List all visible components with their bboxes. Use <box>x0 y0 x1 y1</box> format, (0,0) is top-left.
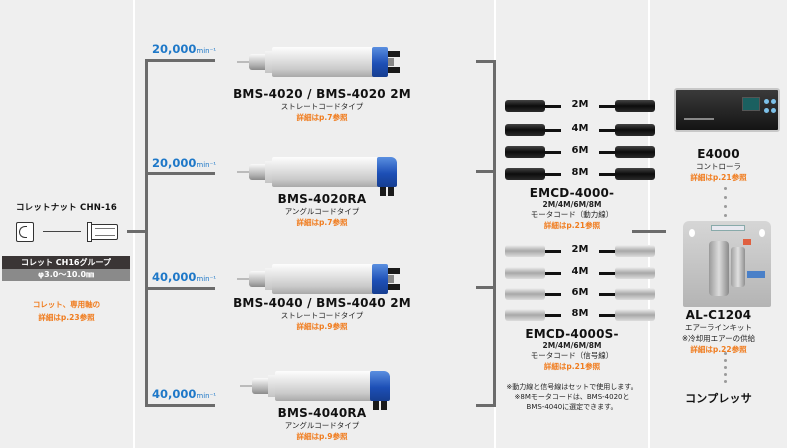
branch-line <box>145 172 215 175</box>
spindle-image-angle <box>240 371 410 411</box>
air-line-kit-image <box>683 221 771 307</box>
divider <box>648 0 650 448</box>
spindle-image-angle <box>237 157 407 197</box>
spindle-model: BMS-4040RA <box>277 406 367 420</box>
collet-nut-label: コレットナット CHN-16 <box>15 203 118 213</box>
spindle-ref: 詳細はp.7参照 <box>296 113 348 122</box>
cable-type: モータコード（信号線） <box>530 351 614 360</box>
cable-type: モータコード（動力線） <box>530 210 614 219</box>
controller-model: E4000 <box>697 147 740 161</box>
collet-group-banner: コレット CH16グループ <box>2 256 130 269</box>
spindle-model: BMS-4020 / BMS-4020 2M <box>233 87 411 101</box>
cable-note: ※動力線と信号線はセットで使用します。 <box>506 383 638 391</box>
cable-ref: 詳細はp.21参照 <box>543 362 601 371</box>
signal-cable: 2M <box>505 244 655 257</box>
line-collet-to-spindles <box>127 230 147 233</box>
compressor-label: コンプレッサ <box>685 392 752 405</box>
air-kit-note: ※冷却用エアーの供給 <box>681 334 756 343</box>
controller-type: コントローラ <box>696 162 741 171</box>
speed-label: 20,000min⁻¹ <box>152 42 217 56</box>
air-kit-type: エアーラインキット <box>684 323 753 332</box>
branch-line <box>145 404 215 407</box>
bracket-right <box>476 60 496 63</box>
spindle-tree-trunk <box>145 60 148 407</box>
cable-model: EMCD-4000S- <box>525 327 619 341</box>
power-cable: 8M <box>505 167 655 180</box>
air-kit-model: AL-C1204 <box>685 308 752 322</box>
collet-icon <box>87 222 119 242</box>
controller-ref: 詳細はp.21参照 <box>690 173 747 182</box>
spindle-ref: 詳細はp.7参照 <box>296 218 348 227</box>
collet-note-ref: 詳細はp.23参照 <box>38 313 95 322</box>
spindle-image-straight <box>237 47 407 77</box>
connector-line <box>43 231 81 232</box>
spindle-model: BMS-4040 / BMS-4040 2M <box>233 296 411 310</box>
collet-range-banner: φ3.0〜10.0㎜ <box>2 269 130 281</box>
spindle-ref: 詳細はp.9参照 <box>296 432 348 441</box>
signal-cable: 6M <box>505 287 655 300</box>
air-kit-ref: 詳細はp.22参照 <box>690 345 747 354</box>
branch-line <box>145 59 215 62</box>
cable-note: BMS-4040に選定できます。 <box>526 403 618 411</box>
speed-label: 40,000min⁻¹ <box>152 270 217 284</box>
cable-lengths: 2M/4M/6M/8M <box>542 341 602 350</box>
cable-panel <box>496 0 648 448</box>
signal-cable: 4M <box>505 266 655 279</box>
spindle-type: アングルコードタイプ <box>284 207 360 216</box>
cable-lengths: 2M/4M/6M/8M <box>542 200 602 209</box>
collet-group-label: コレット CH16グループ <box>20 258 111 267</box>
branch-line <box>145 287 215 290</box>
speed-label: 40,000min⁻¹ <box>152 387 217 401</box>
signal-cable: 8M <box>505 308 655 321</box>
divider <box>133 0 135 448</box>
spindle-type: ストレートコードタイプ <box>280 102 364 111</box>
spindle-type: アングルコードタイプ <box>284 421 360 430</box>
power-cable: 2M <box>505 99 655 112</box>
line-to-cable <box>476 170 496 173</box>
bracket-right <box>493 60 496 407</box>
spindle-model: BMS-4020RA <box>277 192 367 206</box>
power-cable: 4M <box>505 123 655 136</box>
cable-model: EMCD-4000- <box>529 186 615 200</box>
controller-image <box>674 88 780 132</box>
spindle-ref: 詳細はp.9参照 <box>296 322 348 331</box>
power-cable: 6M <box>505 145 655 158</box>
collet-note-line1: コレット、専用軸の <box>32 300 101 309</box>
cable-note: ※8Mモータコードは、BMS-4020と <box>514 393 630 401</box>
line-to-cable <box>476 286 496 289</box>
collet-nut-icon <box>16 222 34 242</box>
cable-ref: 詳細はp.21参照 <box>543 221 601 230</box>
spindle-type: ストレートコードタイプ <box>280 311 364 320</box>
spindle-image-straight <box>237 264 407 294</box>
bracket-right <box>476 404 496 407</box>
speed-label: 20,000min⁻¹ <box>152 156 217 170</box>
collet-range-label: φ3.0〜10.0㎜ <box>37 270 95 279</box>
line-to-controller <box>632 230 666 233</box>
